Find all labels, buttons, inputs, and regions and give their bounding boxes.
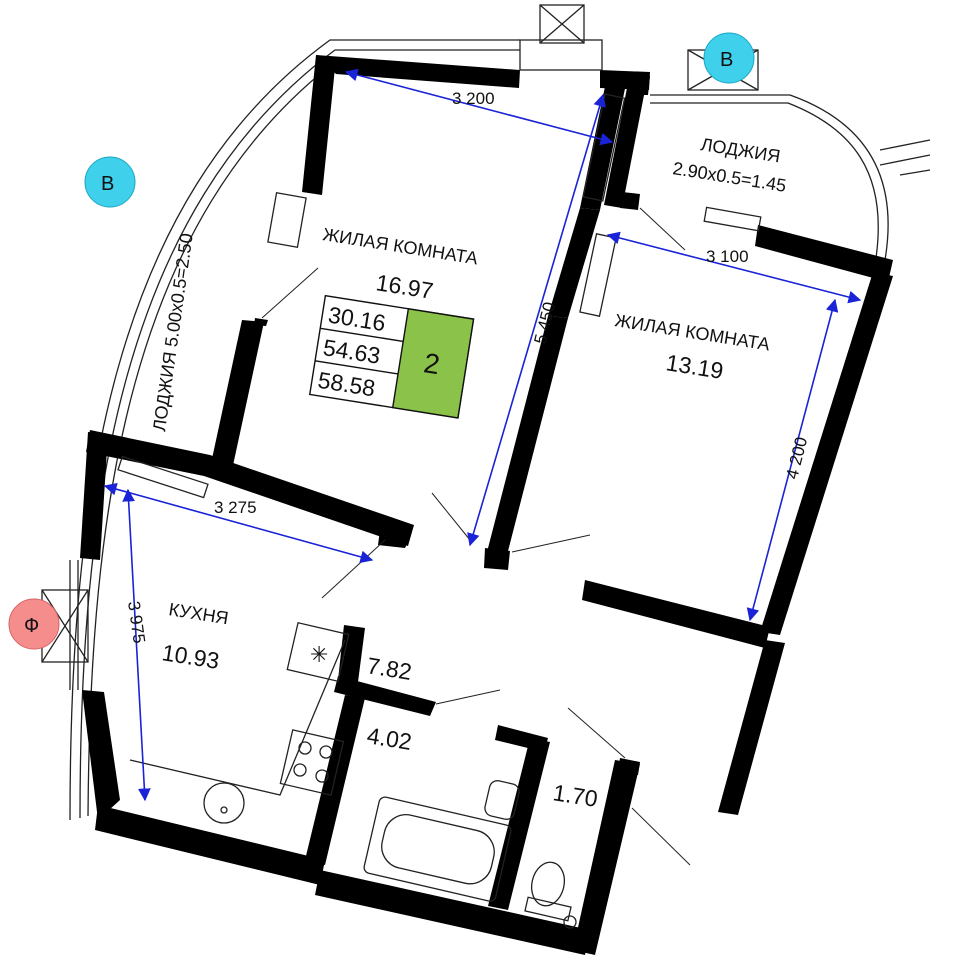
area-summary-table: 30.16 54.63 58.58 2 bbox=[308, 294, 475, 419]
window-top-left bbox=[519, 4, 603, 71]
dim-3200: 3 200 bbox=[452, 89, 495, 108]
dim-3275: 3 275 bbox=[214, 498, 257, 517]
svg-text:В: В bbox=[101, 173, 114, 195]
door-swing-lines bbox=[261, 207, 691, 866]
kitchen-fixtures: ✳ bbox=[129, 621, 350, 824]
loggia-right-railing bbox=[650, 94, 931, 261]
dimension-lines bbox=[103, 68, 862, 802]
living-room-2-area: 13.19 bbox=[664, 349, 725, 384]
living-room-1-area: 16.97 bbox=[374, 269, 435, 304]
toilet-icon bbox=[530, 861, 566, 907]
marker-b-left: В bbox=[84, 156, 136, 208]
living-room-1-name: ЖИЛАЯ КОМНАТА bbox=[321, 224, 479, 268]
dim-3100: 3 100 bbox=[706, 247, 749, 266]
dim-3975: 3 975 bbox=[124, 600, 149, 645]
dim-4200: 4 200 bbox=[782, 435, 811, 481]
washbasin-icon bbox=[484, 780, 520, 820]
marker-b-top: В bbox=[703, 32, 755, 84]
bathroom-fixtures bbox=[363, 780, 577, 929]
hall-area: 7.82 bbox=[365, 652, 413, 685]
wc-area: 1.70 bbox=[551, 779, 599, 812]
kitchen-area: 10.93 bbox=[160, 639, 221, 674]
living-room-2-name: ЖИЛАЯ КОМНАТА bbox=[613, 310, 771, 354]
kitchen-name: КУХНЯ bbox=[167, 599, 230, 628]
bathtub-icon bbox=[363, 796, 512, 902]
loggia-right-name: ЛОДЖИЯ bbox=[699, 134, 781, 166]
door-frames bbox=[117, 93, 762, 499]
svg-text:В: В bbox=[720, 49, 733, 71]
marker-f-left: Ф bbox=[8, 598, 60, 650]
sink-icon bbox=[203, 782, 245, 824]
rooms-count-badge bbox=[391, 308, 475, 419]
bathroom-area: 4.02 bbox=[365, 722, 413, 755]
ventilation-icon: ✳ bbox=[310, 642, 328, 667]
loggia-left-railing bbox=[69, 39, 520, 821]
rooms-count-value: 2 bbox=[422, 347, 442, 380]
svg-text:Ф: Ф bbox=[24, 615, 39, 637]
